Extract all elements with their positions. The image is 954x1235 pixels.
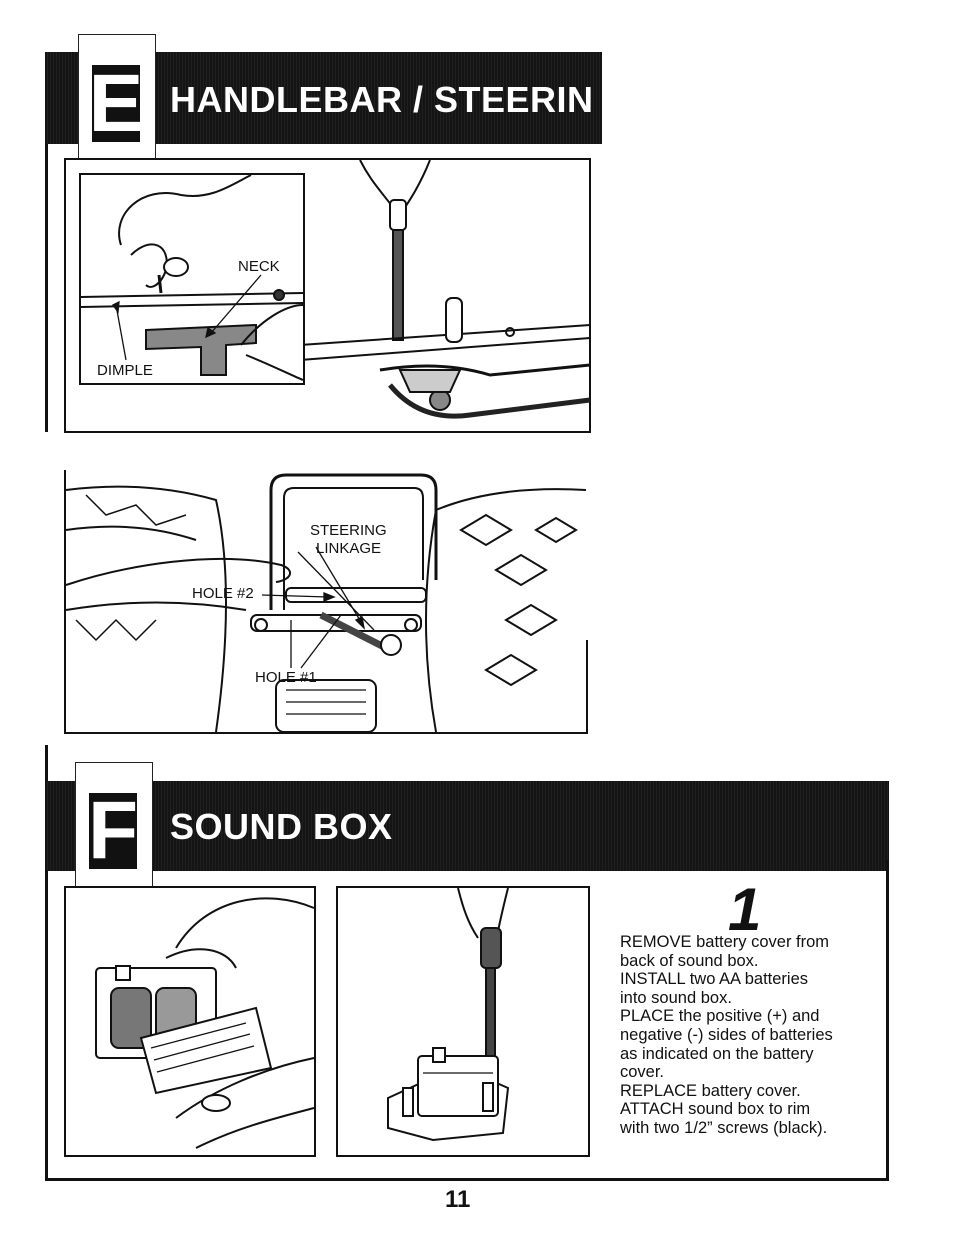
steering-linkage-illustration xyxy=(65,473,587,733)
instruction-line: back of sound box. xyxy=(620,951,759,970)
steering-label-line1: STEERING xyxy=(310,522,387,539)
battery-install-illustration xyxy=(95,897,315,1149)
section-f-left-rule xyxy=(45,745,48,1181)
sound-box-instructions: REMOVE battery cover from back of sound … xyxy=(620,933,882,1138)
step-number: 1 xyxy=(728,876,762,943)
neck-dimple-inset xyxy=(79,173,305,385)
section-e-letter: E xyxy=(88,58,144,149)
hole1-label: HOLE #1 xyxy=(255,669,317,686)
steering-right-rule xyxy=(586,640,588,734)
instruction-line: negative (-) sides of batteries xyxy=(620,1025,833,1044)
section-f-letter: F xyxy=(87,785,139,876)
section-f-bottom-rule xyxy=(45,1178,889,1181)
page-number: 11 xyxy=(445,1186,471,1213)
section-e-title: HANDLEBAR / STEERIN xyxy=(170,79,594,120)
section-f-right-rule xyxy=(886,860,889,1181)
instruction-line: PLACE the positive (+) and xyxy=(620,1007,820,1026)
instruction-line: cover. xyxy=(620,1063,665,1082)
instruction-line: REMOVE battery cover from xyxy=(620,933,830,951)
section-e-letter-box: E xyxy=(78,34,156,162)
dimple-label: DIMPLE xyxy=(97,362,153,379)
section-e-left-rule xyxy=(45,52,48,432)
neck-label: NECK xyxy=(238,258,280,275)
instruction-line: as indicated on the battery xyxy=(620,1044,814,1063)
screwdriver-tightening-illustration xyxy=(299,159,591,419)
steering-left-rule xyxy=(64,470,66,734)
section-f-banner xyxy=(47,781,889,871)
section-f-title: SOUND BOX xyxy=(170,806,393,847)
instruction-line: REPLACE battery cover. xyxy=(620,1081,801,1100)
steering-label-line2: LINKAGE xyxy=(316,540,382,557)
sound-box-attach-illustration xyxy=(387,887,510,1142)
instruction-line: INSTALL two AA batteries xyxy=(620,970,809,989)
instruction-line: into sound box. xyxy=(620,988,732,1007)
hole2-label: HOLE #2 xyxy=(192,585,254,602)
instruction-line: ATTACH sound box to rim xyxy=(620,1100,811,1119)
hand-inserting-screw-illustration xyxy=(80,174,304,381)
instruction-line: with two 1/2” screws (black). xyxy=(620,1118,828,1137)
section-f-letter-box: F xyxy=(75,762,153,888)
